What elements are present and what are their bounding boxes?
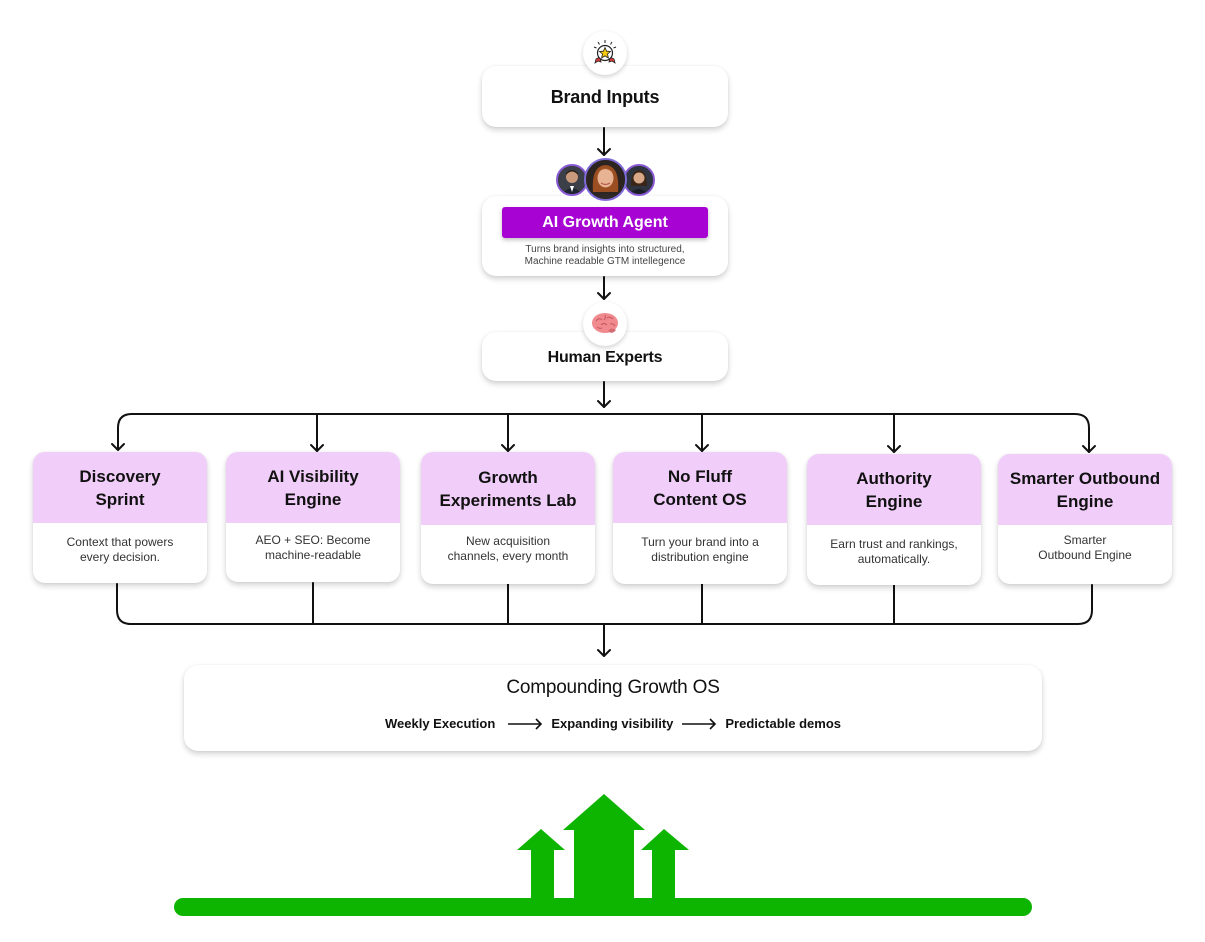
avatar-woman-center bbox=[584, 158, 627, 201]
module-ai-visibility-engine: AI Visibility Engine AEO + SEO: Become m… bbox=[226, 452, 400, 582]
flow-step-predictable-demos: Predictable demos bbox=[725, 716, 841, 731]
ai-growth-agent-label: AI Growth Agent bbox=[502, 207, 708, 238]
brand-inputs-card: Brand Inputs bbox=[482, 66, 728, 127]
agent-desc-line-2: Machine readable GTM intellegence bbox=[524, 256, 686, 267]
ai-growth-agent-description: Turns brand insights into structured, Ma… bbox=[482, 244, 728, 268]
avatar-woman-right bbox=[623, 164, 655, 196]
brain-icon bbox=[583, 302, 627, 346]
flow-step-expanding-visibility: Expanding visibility bbox=[551, 716, 674, 731]
module-title: Authority Engine bbox=[807, 454, 981, 525]
module-authority-engine: Authority Engine Earn trust and rankings… bbox=[807, 454, 981, 585]
module-growth-experiments-lab: Growth Experiments Lab New acquisition c… bbox=[421, 452, 595, 584]
module-title: Growth Experiments Lab bbox=[421, 452, 595, 525]
compounding-growth-os-card: Compounding Growth OS Weekly Execution E… bbox=[184, 665, 1042, 751]
brand-inputs-title: Brand Inputs bbox=[550, 87, 660, 107]
arrow-right-icon bbox=[508, 717, 543, 730]
module-title: Smarter Outbound Engine bbox=[998, 454, 1172, 525]
arrow-right-icon bbox=[682, 717, 717, 730]
flow-step-weekly-execution: Weekly Execution bbox=[385, 716, 496, 731]
award-star-icon bbox=[583, 31, 627, 75]
module-smarter-outbound-engine: Smarter Outbound Engine Smarter Outbound… bbox=[998, 454, 1172, 584]
growth-os-title: Compounding Growth OS bbox=[506, 677, 720, 698]
human-experts-title: Human Experts bbox=[547, 349, 663, 366]
agent-desc-line-1: Turns brand insights into structured, bbox=[525, 244, 685, 255]
module-description: AEO + SEO: Become machine-readable bbox=[255, 533, 371, 562]
module-description: Context that powers every decision. bbox=[66, 535, 174, 564]
module-description: Earn trust and rankings, automatically. bbox=[830, 537, 958, 566]
module-no-fluff-content-os: No Fluff Content OS Turn your brand into… bbox=[613, 452, 787, 584]
avatar-man-left bbox=[556, 164, 588, 196]
module-description: Smarter Outbound Engine bbox=[1038, 533, 1132, 562]
growth-os-flow: Weekly Execution Expanding visibility Pr… bbox=[184, 716, 1042, 731]
module-title: AI Visibility Engine bbox=[226, 452, 400, 523]
module-title: Discovery Sprint bbox=[33, 452, 207, 523]
module-description: Turn your brand into a distribution engi… bbox=[641, 535, 759, 564]
module-description: New acquisition channels, every month bbox=[447, 534, 569, 563]
module-title: No Fluff Content OS bbox=[613, 452, 787, 523]
module-discovery-sprint: Discovery Sprint Context that powers eve… bbox=[33, 452, 207, 583]
